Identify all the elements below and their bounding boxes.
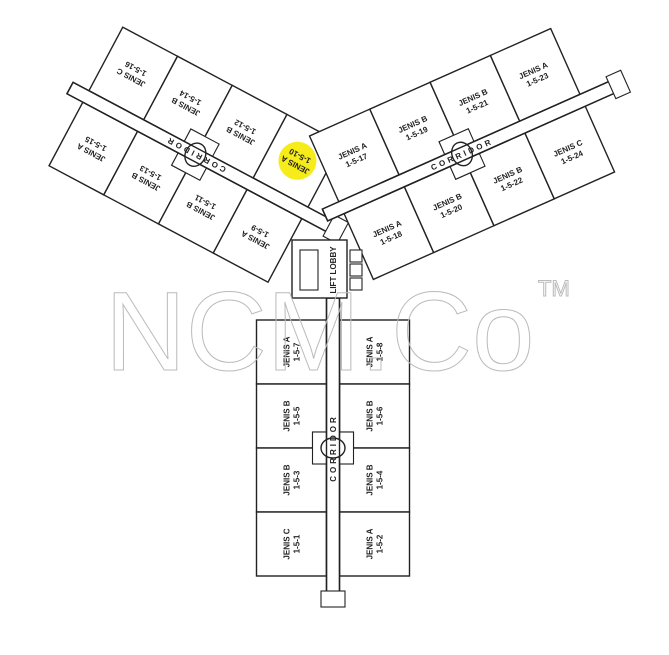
unit-type: JENIS B [366, 400, 375, 431]
unit-outline [255, 511, 328, 577]
unit-type: JENIS B [283, 464, 292, 495]
unit-number: 1-5-7 [293, 342, 302, 361]
unit-type: JENIS B [283, 400, 292, 431]
unit-number: 1-5-8 [376, 342, 385, 361]
unit-type: JENIS A [283, 336, 292, 367]
watermark-text: NCM.Co [105, 269, 534, 394]
lift-icon [349, 263, 363, 277]
unit-type: JENIS B [366, 464, 375, 495]
highlight-marker [278, 141, 317, 180]
corridor-node [450, 141, 474, 167]
stair-icon [299, 249, 319, 291]
unit-number: 1-5-5 [293, 406, 302, 425]
lift-icon [349, 249, 363, 263]
unit-number: 1-5-2 [376, 534, 385, 553]
unit-1-5-21[interactable]: JENIS B1-5-21 [415, 54, 521, 156]
lift-lobby-label: LIFT LOBBY [329, 246, 338, 294]
stair-icon [320, 590, 346, 608]
unit-outline [338, 511, 411, 577]
unit-number: 1-5-6 [376, 406, 385, 425]
unit-1-5-17[interactable]: JENIS A1-5-17 [308, 108, 401, 203]
corridor-node [184, 142, 207, 167]
trademark-text: TM [538, 276, 570, 301]
unit-number: 1-5-3 [293, 470, 302, 489]
unit-1-5-18[interactable]: JENIS A1-5-18 [343, 185, 435, 281]
unit-type: JENIS C [283, 528, 292, 559]
unit-type: JENIS A [366, 528, 375, 559]
unit-1-5-9[interactable]: JENIS A1-5-9 [212, 188, 303, 284]
unit-number: 1-5-4 [376, 470, 385, 489]
unit-number: 1-5-1 [293, 534, 302, 553]
lift-icon [349, 277, 363, 291]
unit-type: JENIS A [366, 336, 375, 367]
corridor-label: CORRIDOR [329, 414, 338, 482]
lift-lobby: LIFT LOBBY [291, 239, 363, 299]
unit-1-5-24[interactable]: JENIS C1-5-24 [524, 105, 616, 200]
watermark: NCM.Co TM [105, 269, 571, 395]
unit-1-5-23[interactable]: JENIS A1-5-23 [489, 27, 581, 123]
stair-icon [605, 69, 632, 100]
